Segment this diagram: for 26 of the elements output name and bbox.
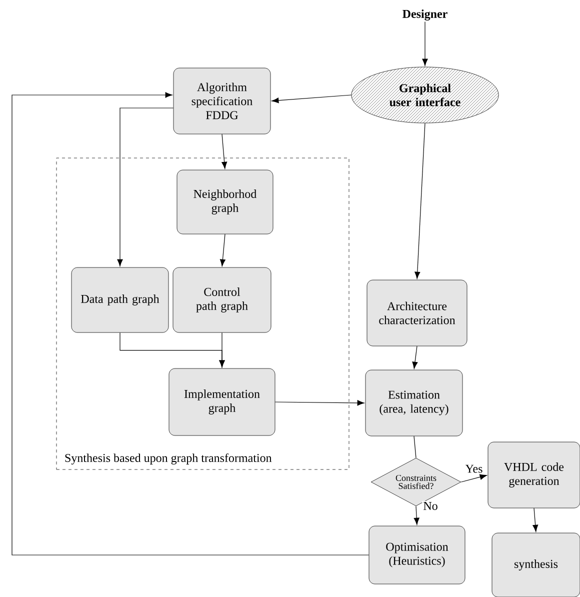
- arrow: [274, 400, 364, 406]
- arrow: [414, 506, 420, 525]
- arrow: [222, 134, 228, 169]
- arrow: [422, 21, 428, 66]
- process-box: synthesis: [492, 532, 580, 597]
- process-box: Estimation (area, latency): [365, 370, 463, 436]
- process-box: VHDL code generation: [488, 442, 580, 508]
- arrow: [220, 234, 226, 266]
- arrow: [414, 122, 426, 279]
- process-box: Algorithm specification FDDG: [173, 68, 271, 134]
- arrow: [12, 92, 370, 556]
- process-box: Optimisation (Heuristics): [368, 526, 466, 584]
- edge-label: No: [422, 501, 439, 511]
- actor-label: Designer: [402, 10, 448, 20]
- process-box: Control path graph: [172, 267, 272, 333]
- edge-label: Yes: [464, 464, 484, 474]
- arrow: [460, 474, 487, 482]
- process-box: Architecture characterization: [366, 280, 468, 346]
- arrow: [272, 94, 352, 104]
- arrow: [117, 108, 174, 266]
- process-box: Implementation graph: [168, 368, 276, 436]
- process-box: Data path graph: [71, 267, 169, 333]
- arrow: [412, 346, 418, 369]
- arrow: [219, 332, 225, 368]
- process-box: Neighborhod graph: [176, 170, 274, 234]
- arrow: [532, 508, 538, 532]
